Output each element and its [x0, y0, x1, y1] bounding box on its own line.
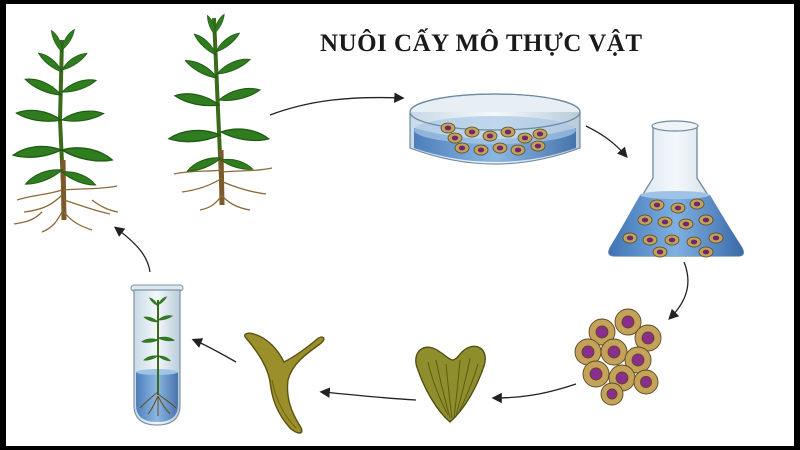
arrow-dish-to-flask [585, 125, 628, 158]
erlenmeyer-flask [608, 120, 744, 258]
mature-plant-left [11, 27, 119, 233]
arrow-heart-to-torpedo [319, 387, 417, 401]
arrow-flask-to-callus [668, 261, 689, 320]
arrow-torpedo-to-tube [191, 338, 237, 363]
test-tube-plantlet [130, 284, 184, 426]
torpedo-embryo [244, 332, 325, 434]
diagram-frame: NUÔI CẤY MÔ THỰC VẬT [6, 4, 794, 446]
arrow-callus-to-heart [491, 383, 577, 404]
diagram-title: NUÔI CẤY MÔ THỰC VẬT [320, 30, 643, 57]
arrow-plant-to-dish [269, 92, 405, 116]
heart-embryo [415, 345, 486, 423]
diagram-svg [11, 12, 744, 434]
mature-plant-right [167, 12, 273, 211]
cycle-arrows [113, 92, 689, 404]
arrow-tube-to-plant [113, 226, 151, 273]
callus-cluster [574, 308, 662, 406]
petri-dish [409, 93, 581, 165]
